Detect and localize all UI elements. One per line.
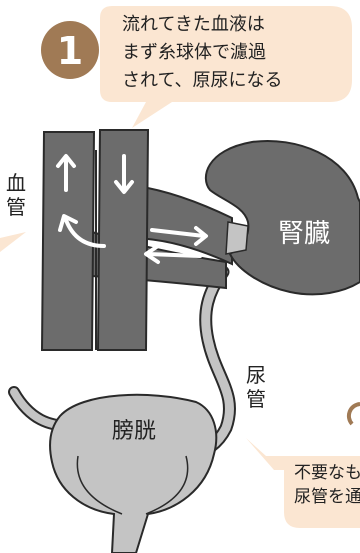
kidney: 腎臓 — [204, 140, 360, 296]
step1-badge-number: 1 — [57, 29, 83, 73]
blood-vessels — [40, 129, 150, 351]
blood-vessel-label-bottom: 管 — [6, 195, 26, 219]
arrow-curve-icon — [58, 214, 106, 248]
step1-callout: 流れてきた血液は まず糸球体で濾過 されて、原尿になる — [100, 6, 352, 128]
bladder: 膀胱 — [49, 393, 218, 553]
blood-vessel-label-top: 血 — [6, 171, 26, 195]
step3-badge-edge — [346, 402, 360, 426]
step3-callout: 不要なも 尿管を通 — [246, 438, 360, 528]
ureter-label-bottom: 管 — [246, 387, 266, 411]
arrow-up-icon — [56, 154, 76, 192]
flow-arrows — [56, 154, 208, 264]
step1-badge: 1 — [41, 21, 99, 79]
step1-line2: まず糸球体で濾過 — [122, 42, 266, 63]
step1-line3: されて、原尿になる — [122, 70, 283, 91]
arrow-left-icon — [144, 244, 202, 264]
step3-line1: 不要なも — [294, 463, 360, 483]
bladder-label: 膀胱 — [112, 419, 156, 444]
arrow-right-icon — [150, 226, 208, 246]
kidney-label: 腎臓 — [278, 219, 330, 249]
arrow-down-icon — [114, 154, 134, 194]
left-callout-tip — [0, 232, 26, 252]
step3-line2: 尿管を通 — [294, 487, 360, 507]
step1-line1: 流れてきた血液は — [122, 14, 265, 35]
ureter-label-top: 尿 — [246, 363, 266, 387]
